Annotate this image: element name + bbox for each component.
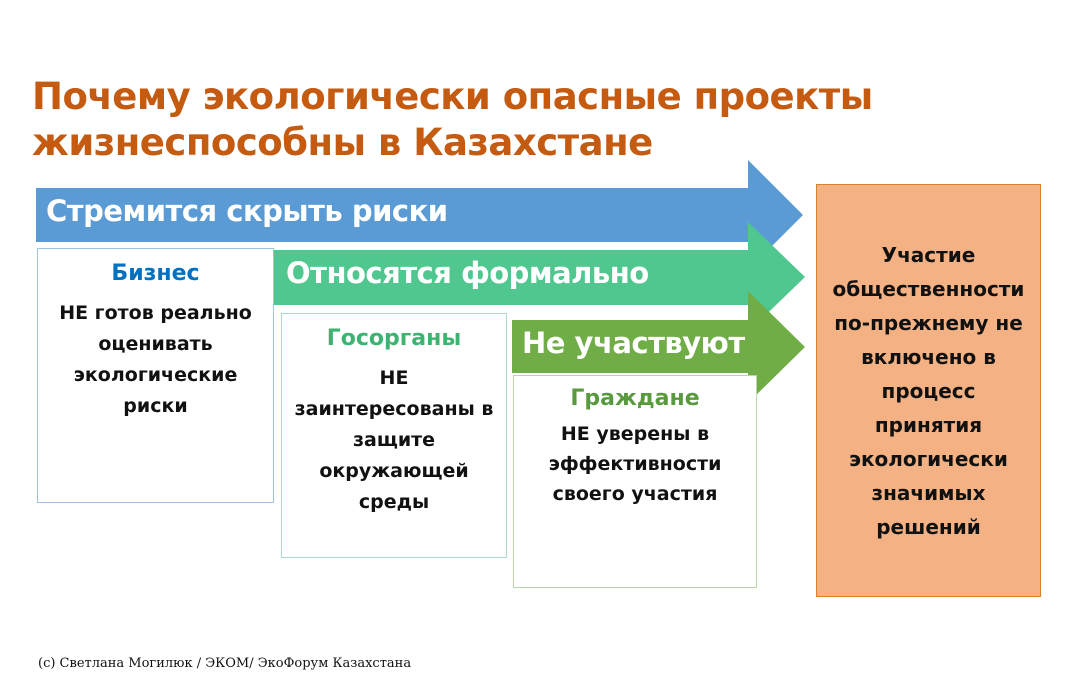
actor-box-government: Госорганы НЕ заинтересованы в защите окр… (281, 313, 507, 558)
title-line-1: Почему экологически опасные проекты (32, 75, 873, 118)
title-line-2: жизнеспособны в Казахстане (32, 121, 653, 164)
actor-text: НЕ готов реально оценивать экологические… (59, 302, 252, 417)
actor-text: НЕ уверены в эффективности своего участи… (548, 423, 722, 505)
arrow-label-government: Относятся формально (286, 256, 649, 290)
actor-name: Госорганы (326, 326, 462, 351)
arrow-government (274, 222, 805, 332)
arrow-label-citizens: Не участвуют (522, 326, 745, 360)
footer-credit: (с) Светлана Могилюк / ЭКОМ/ ЭкоФорум Ка… (38, 656, 412, 671)
arrow-citizens (512, 291, 805, 403)
result-box: Участие общественности по-прежнему не вк… (816, 184, 1041, 597)
actor-box-business: Бизнес НЕ готов реально оценивать эколог… (37, 248, 274, 503)
slide-title: Почему экологически опасные проекты жизн… (32, 74, 873, 166)
arrow-label-business: Стремится скрыть риски (46, 194, 448, 228)
actor-box-citizens: Граждане НЕ уверены в эффективности свое… (513, 375, 757, 588)
arrow-business (36, 160, 803, 270)
actor-text: НЕ заинтересованы в защите окружающей ср… (294, 367, 494, 513)
actor-name: Граждане (570, 386, 700, 411)
result-text: Участие общественности по-прежнему не вк… (832, 242, 1025, 539)
actor-name: Бизнес (111, 261, 200, 286)
